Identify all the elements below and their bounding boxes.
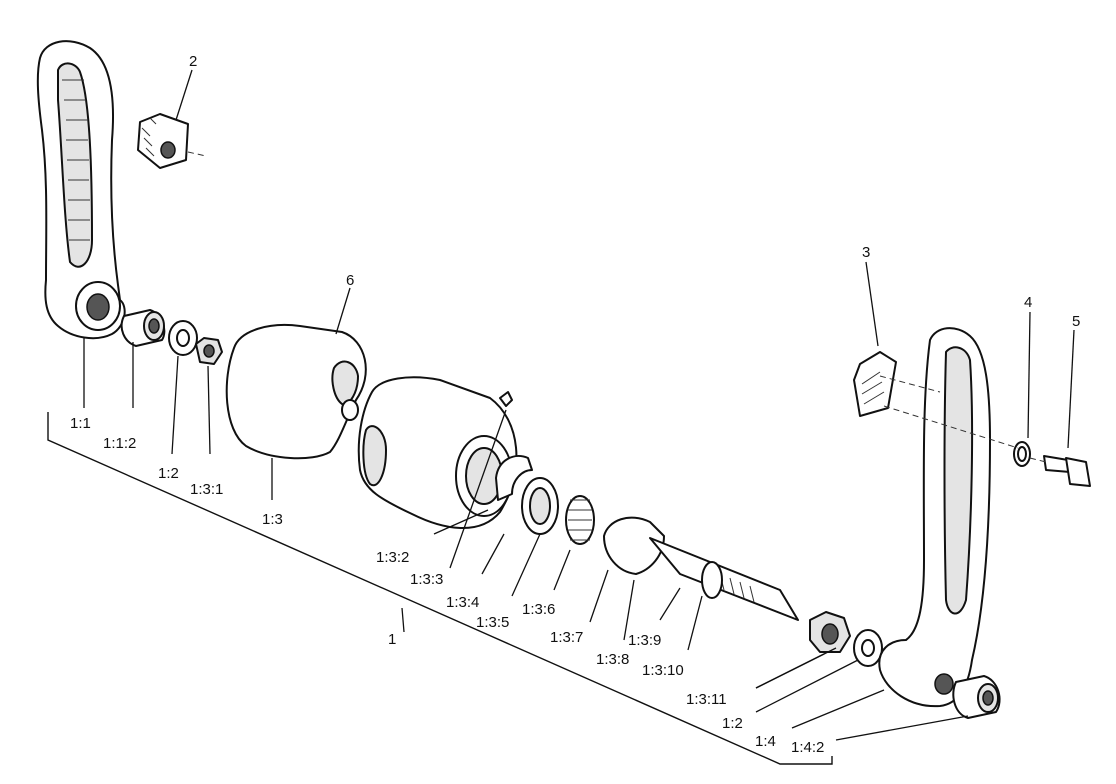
label-1-1: 1:1 — [70, 415, 91, 432]
left-crank-arm — [36, 40, 126, 340]
bearing-set — [495, 455, 665, 575]
label-1-3-1: 1:3:1 — [190, 481, 223, 498]
label-1-3-9: 1:3:9 — [628, 632, 661, 649]
label-1: 1 — [388, 631, 396, 648]
bolt-5 — [1043, 455, 1091, 487]
axle — [649, 537, 799, 621]
right-bushing — [952, 675, 1001, 719]
label-3: 3 — [862, 244, 870, 261]
left-washer — [168, 320, 198, 356]
label-1-3-4: 1:3:4 — [446, 594, 479, 611]
left-nut — [195, 337, 223, 365]
leader-lines — [83, 69, 1075, 741]
label-1-3-2: 1:3:2 — [376, 549, 409, 566]
shell-6 — [225, 324, 367, 460]
label-1-4-2: 1:4:2 — [791, 739, 824, 756]
hub-body — [357, 376, 518, 530]
label-1-3-5: 1:3:5 — [476, 614, 509, 631]
clamp-plate-2 — [137, 113, 189, 169]
label-1-3-3: 1:3:3 — [410, 571, 443, 588]
label-4: 4 — [1024, 294, 1032, 311]
left-bushing — [120, 309, 166, 347]
assembly-bracket — [47, 412, 833, 765]
label-5: 5 — [1072, 313, 1080, 330]
label-1-3-8: 1:3:8 — [596, 651, 629, 668]
label-1-3: 1:3 — [262, 511, 283, 528]
label-1-2: 1:2 — [158, 465, 179, 482]
label-1-4: 1:4 — [755, 733, 776, 750]
right-nuts-washer — [809, 611, 883, 667]
label-6: 6 — [346, 272, 354, 289]
retaining-ring-4 — [1013, 441, 1031, 467]
label-1-3-7: 1:3:7 — [550, 629, 583, 646]
label-1-1-2: 1:1:2 — [103, 435, 136, 452]
label-1-3-10: 1:3:10 — [642, 662, 684, 679]
label-1-3-11: 1:3:11 — [686, 691, 727, 708]
label-2: 2 — [189, 53, 197, 70]
label-1-2-right: 1:2 — [722, 715, 743, 732]
clamp-plate-3 — [853, 351, 897, 417]
callout-labels: 1:1 1:1:2 1:2 1:3:1 1:3 1 2 6 3 4 5 1:3:… — [70, 53, 1080, 756]
assembly-axis-lines — [187, 151, 1047, 463]
right-crank-arm — [878, 327, 991, 708]
label-1-3-6: 1:3:6 — [522, 601, 555, 618]
